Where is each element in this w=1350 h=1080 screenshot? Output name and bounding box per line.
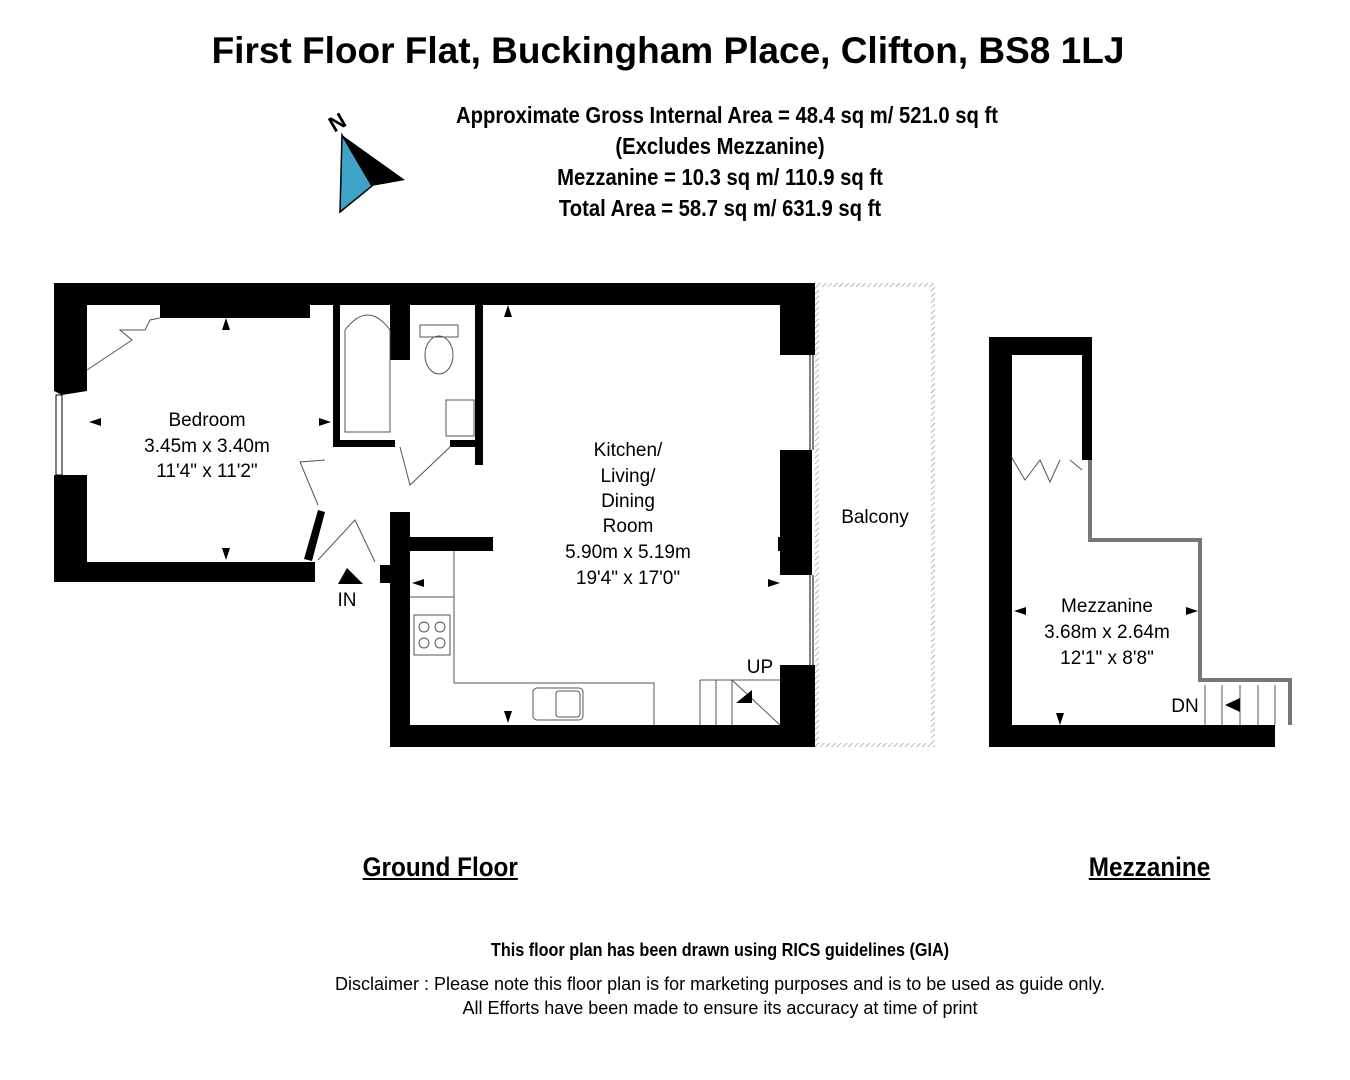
entrance-label: IN [338,590,357,611]
stairs-up-label: UP [747,657,773,678]
north-compass-icon: N [324,108,405,214]
kitchen-label-2: Living/ [601,466,657,487]
ground-floor-heading: Ground Floor [362,852,518,882]
bedroom-label: Bedroom [168,410,245,431]
door-swing [299,459,326,506]
gross-area: Approximate Gross Internal Area = 48.4 s… [456,102,999,128]
toilet-cistern-icon [419,324,459,338]
hob-icon [413,614,451,656]
basin-icon [445,399,475,437]
kitchen-imperial: 19'4" x 17'0" [576,568,680,589]
disclaimer-line-1: Disclaimer : Please note this floor plan… [334,974,1106,994]
ground-floor-windows [55,355,814,665]
mezzanine-room-label: Mezzanine [1061,596,1153,617]
room-labels: Bedroom 3.45m x 3.40m 11'4" x 11'2" Kitc… [144,410,1199,717]
kitchen-worktop [453,551,655,725]
kitchen-metric: 5.90m x 5.19m [565,542,691,563]
stairs-arrow-icon [736,690,752,703]
mezzanine-area: Mezzanine = 10.3 sq m/ 110.9 sq ft [557,164,883,190]
mezzanine-metric: 3.68m x 2.64m [1044,622,1170,643]
stairs-up-icon [699,679,781,726]
bath-icon [344,314,391,433]
dimension-markers [89,305,780,723]
plan-title: First Floor Flat, Buckingham Place, Clif… [211,30,1125,71]
door-swing [399,446,451,486]
disclaimer-line-2: All Efforts have been made to ensure its… [462,998,978,1018]
mezzanine-walls [989,337,1292,747]
stairs-down-label: DN [1171,696,1198,717]
balcony-label: Balcony [841,507,909,528]
bedroom-imperial: 11'4" x 11'2" [156,461,257,482]
balcony-area [815,283,935,747]
fixtures [86,314,781,726]
bedroom-metric: 3.45m x 3.40m [144,436,270,457]
excludes-note: (Excludes Mezzanine) [615,133,825,159]
disclaimer: Disclaimer : Please note this floor plan… [0,972,1350,1020]
kitchen-label-4: Room [603,516,654,537]
kitchen-label-3: Dining [601,491,655,512]
ground-floor-walls [54,283,815,747]
toilet-icon [424,335,454,375]
wardrobe-doors [86,317,161,371]
mezzanine-imperial: 12'1" x 8'8" [1060,648,1154,669]
kitchen-label-1: Kitchen/ [594,440,663,461]
sink-icon [532,687,584,721]
entrance-arrow-icon [338,568,363,584]
area-summary: Approximate Gross Internal Area = 48.4 s… [456,100,999,224]
entrance-door-swing [317,519,376,563]
mezzanine-heading: Mezzanine [1088,852,1211,882]
compass-north-label: N [324,108,350,138]
total-area: Total Area = 58.7 sq m/ 631.9 sq ft [558,195,882,221]
rics-note: This floor plan has been drawn using RIC… [490,940,950,960]
